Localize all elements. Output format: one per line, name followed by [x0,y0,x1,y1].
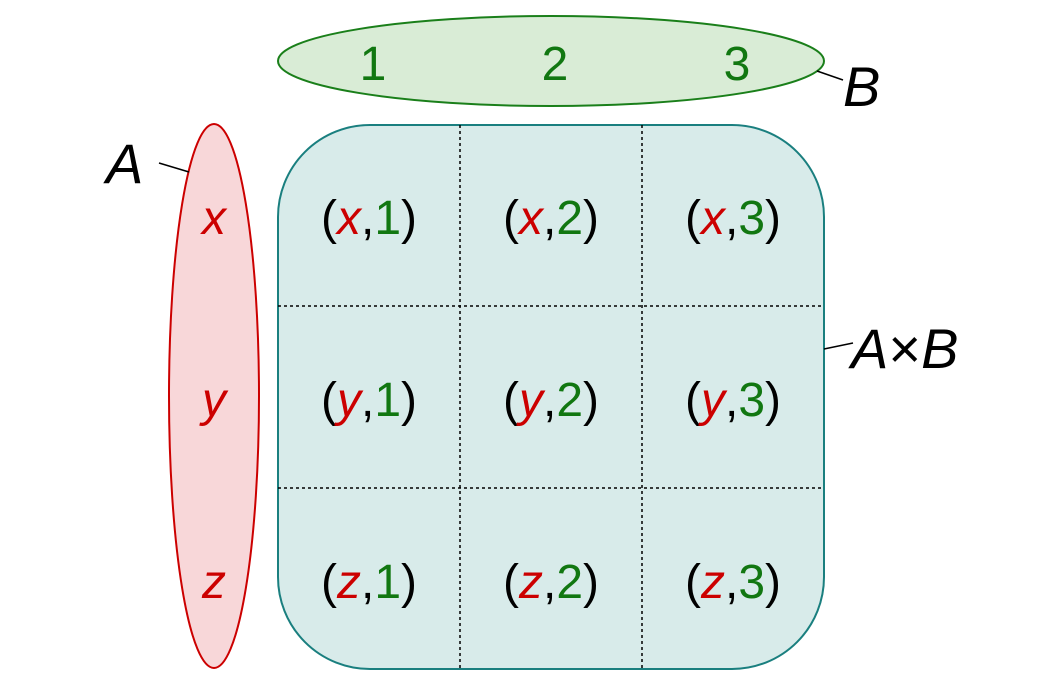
product-grid-lines [278,125,824,669]
pair-comma: , [543,556,556,609]
product-pair: (y,1) [321,374,417,427]
pair-a-element: x [335,192,363,245]
pair-close-paren: ) [401,374,417,427]
product-pair: (x,2) [503,192,599,245]
set-a-element: x [200,192,228,245]
pair-comma: , [361,374,374,427]
pair-comma: , [361,556,374,609]
pair-comma: , [725,556,738,609]
product-pair: (z,3) [685,556,781,609]
pair-b-element: 3 [738,556,765,609]
product-label-b: B [921,317,958,380]
product-pair: (z,2) [503,556,599,609]
set-a-elements: x y z [199,192,229,609]
product-pair: (x,3) [685,192,781,245]
pair-b-element: 1 [374,374,401,427]
product-pair: (y,3) [685,374,781,427]
set-b-elements: 1 2 3 [360,38,751,91]
product-pair: (y,2) [503,374,599,427]
set-a-label: A [103,132,143,195]
pair-a-element: y [516,374,546,427]
set-b-ellipse [277,15,825,107]
set-a-element: z [201,556,226,609]
pair-b-element: 2 [556,192,583,245]
pair-comma: , [543,192,556,245]
pair-open-paren: ( [685,192,701,245]
pair-close-paren: ) [765,374,781,427]
pair-close-paren: ) [401,556,417,609]
pair-open-paren: ( [503,192,519,245]
pair-open-paren: ( [321,192,337,245]
set-b-element: 3 [724,38,751,91]
set-a-ellipse [168,123,260,669]
set-b-leader-line [816,70,844,81]
set-a-leader-line [158,162,190,173]
pair-a-element: z [700,556,725,609]
pair-close-paren: ) [583,556,599,609]
pair-a-element: z [336,556,361,609]
set-b-element: 1 [360,38,387,91]
pair-a-element: x [517,192,545,245]
product-leader-line [823,342,854,350]
product-pair: (x,1) [321,192,417,245]
pair-b-element: 2 [556,556,583,609]
pair-comma: , [725,192,738,245]
product-label-times: × [888,317,921,380]
pair-a-element: z [518,556,543,609]
pair-comma: , [543,374,556,427]
pair-open-paren: ( [321,556,337,609]
pair-a-element: y [698,374,728,427]
set-b-label: B [843,55,880,118]
pair-close-paren: ) [583,374,599,427]
pair-b-element: 1 [374,192,401,245]
pair-close-paren: ) [583,192,599,245]
pair-close-paren: ) [401,192,417,245]
product-region [277,124,825,670]
product-label: A×B [848,317,958,380]
pair-open-paren: ( [503,374,519,427]
pair-close-paren: ) [765,192,781,245]
pair-b-element: 1 [374,556,401,609]
product-label-a: A [848,317,888,380]
pair-close-paren: ) [765,556,781,609]
pair-comma: , [725,374,738,427]
pair-b-element: 2 [556,374,583,427]
pair-open-paren: ( [685,374,701,427]
pair-b-element: 3 [738,374,765,427]
pair-open-paren: ( [503,556,519,609]
product-pair: (z,1) [321,556,417,609]
pair-a-element: x [699,192,727,245]
pair-b-element: 3 [738,192,765,245]
pair-open-paren: ( [321,374,337,427]
pair-a-element: y [334,374,364,427]
set-b-element: 2 [542,38,569,91]
product-pairs: (x,1)(x,2)(x,3)(y,1)(y,2)(y,3)(z,1)(z,2)… [321,192,781,609]
pair-comma: , [361,192,374,245]
set-a-element: y [199,374,229,427]
pair-open-paren: ( [685,556,701,609]
